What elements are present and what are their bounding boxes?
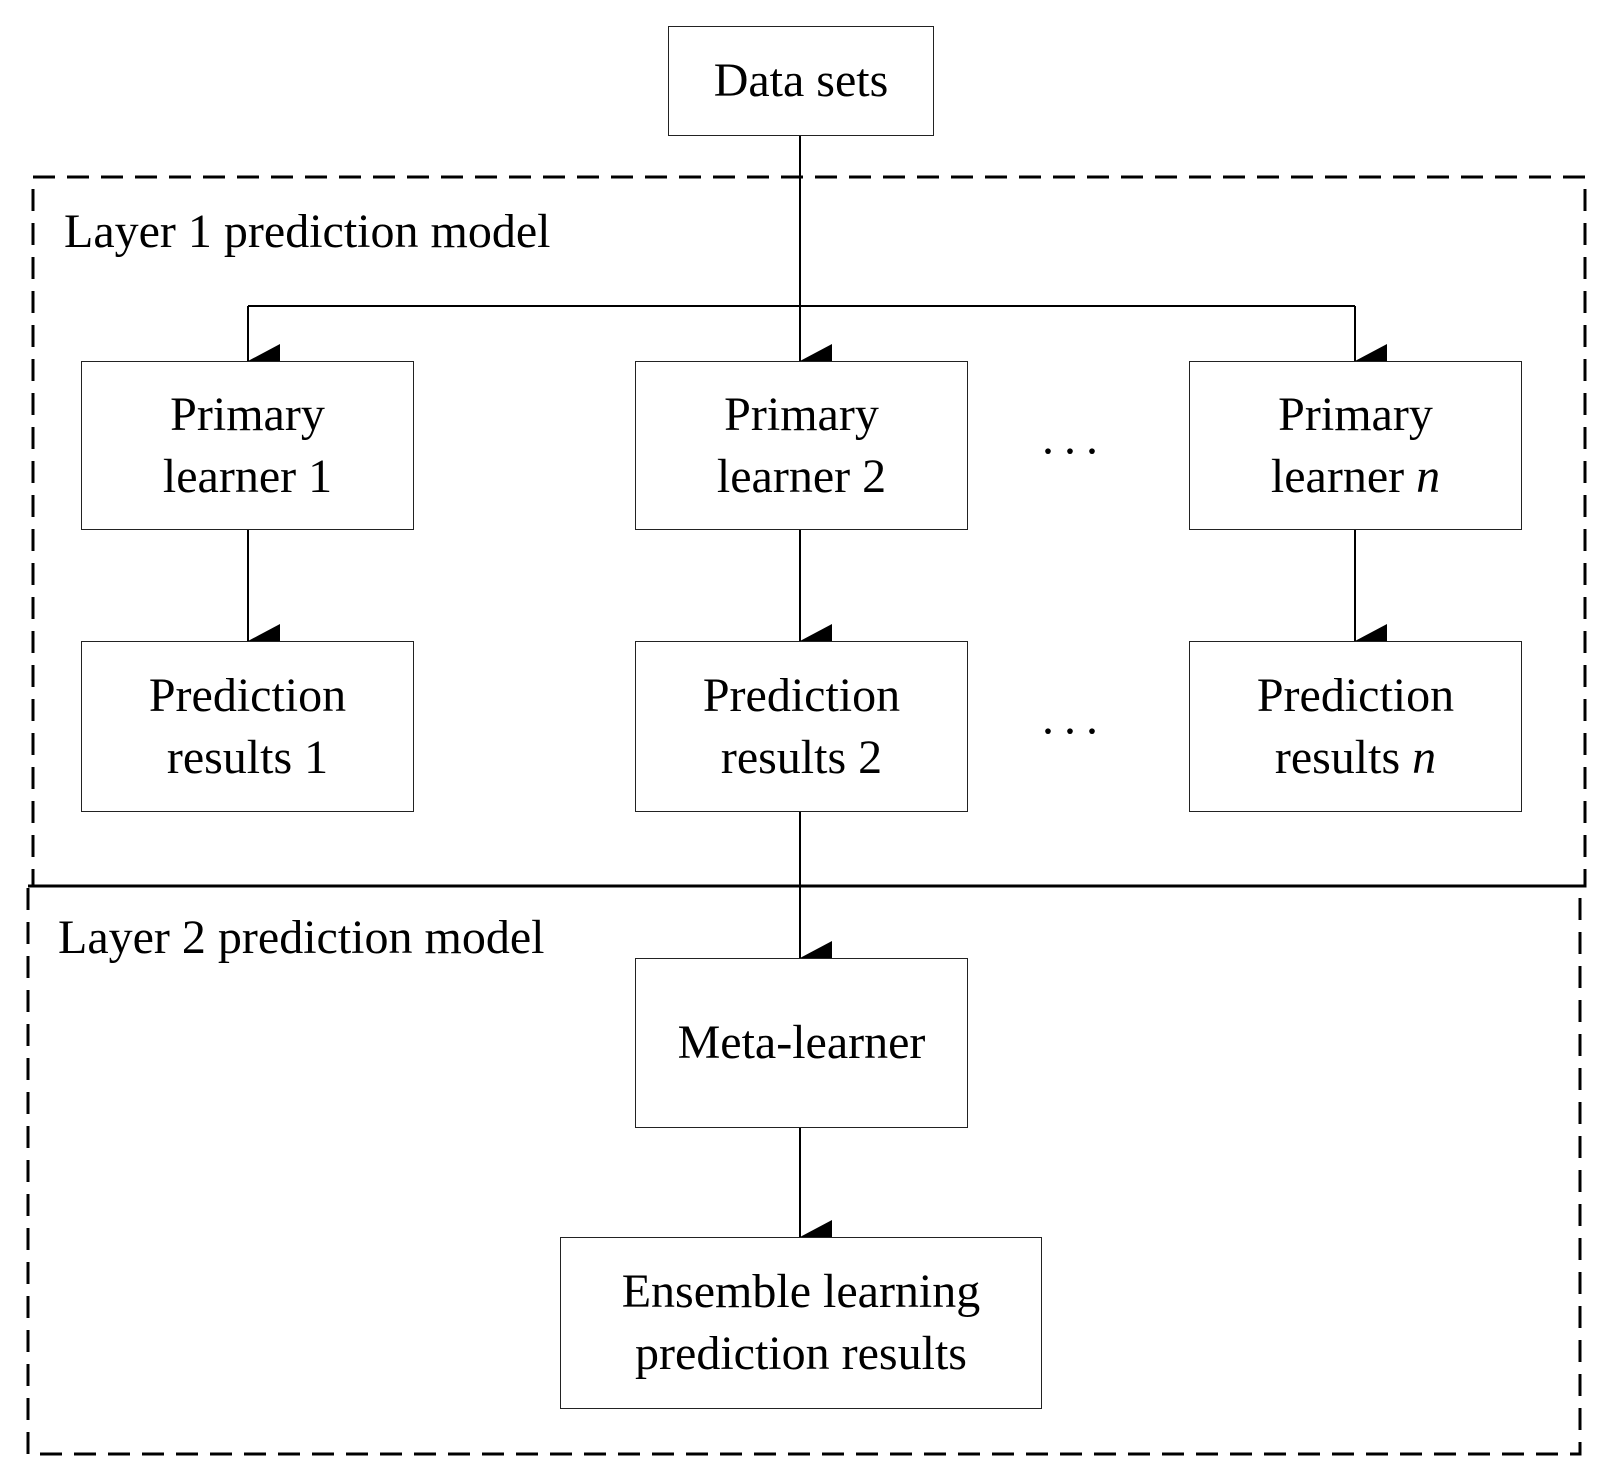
ensemble-results-line2: prediction results bbox=[635, 1327, 967, 1380]
primary-learner-1-node: Primary learner 1 bbox=[81, 361, 414, 530]
primary-learner-2-line1: Primary bbox=[724, 387, 879, 441]
primary-learner-1-line2: learner 1 bbox=[162, 449, 333, 503]
primary-learner-2-line2: learner 2 bbox=[716, 449, 887, 503]
data-sets-node: Data sets bbox=[668, 26, 934, 136]
primary-learner-1-line1: Primary bbox=[170, 387, 325, 441]
primary-learner-n-text: learner bbox=[1270, 449, 1417, 503]
prediction-results-2-line1: Prediction bbox=[702, 668, 901, 722]
prediction-results-n-line1: Prediction bbox=[1256, 668, 1455, 722]
primary-learner-n-node: Primary learner n bbox=[1189, 361, 1522, 530]
ensemble-results-line1: Ensemble learning bbox=[621, 1265, 981, 1318]
prediction-results-2-node: Prediction results 2 bbox=[635, 641, 968, 812]
prediction-results-1-node: Prediction results 1 bbox=[81, 641, 414, 812]
prediction-results-n-node: Prediction results n bbox=[1189, 641, 1522, 812]
layer1-label: Layer 1 prediction model bbox=[64, 205, 551, 258]
prediction-results-1-line1: Prediction bbox=[148, 668, 347, 722]
layer1-frame bbox=[31, 175, 1587, 888]
meta-learner-node: Meta-learner bbox=[635, 958, 968, 1128]
ensemble-results-node: Ensemble learning prediction results bbox=[560, 1237, 1042, 1409]
primary-learner-2-node: Primary learner 2 bbox=[635, 361, 968, 530]
prediction-results-2-line2: results 2 bbox=[720, 730, 883, 784]
primary-learner-n-variable: n bbox=[1416, 449, 1441, 503]
layer2-frame bbox=[26, 884, 1582, 1456]
layer2-label: Layer 2 prediction model bbox=[58, 911, 545, 964]
prediction-results-n-variable: n bbox=[1412, 730, 1437, 784]
primary-learner-n-line2: learner n bbox=[1271, 446, 1440, 508]
data-sets-label: Data sets bbox=[713, 54, 889, 107]
ellipsis-results: ··· bbox=[1040, 705, 1106, 758]
primary-learner-n-line1: Primary bbox=[1278, 387, 1433, 441]
ellipsis-learners: ··· bbox=[1040, 425, 1106, 478]
prediction-results-n-line2: results n bbox=[1275, 727, 1436, 789]
prediction-results-1-line2: results 1 bbox=[166, 730, 329, 784]
meta-learner-label: Meta-learner bbox=[677, 1016, 926, 1069]
prediction-results-n-text: results bbox=[1274, 730, 1413, 784]
